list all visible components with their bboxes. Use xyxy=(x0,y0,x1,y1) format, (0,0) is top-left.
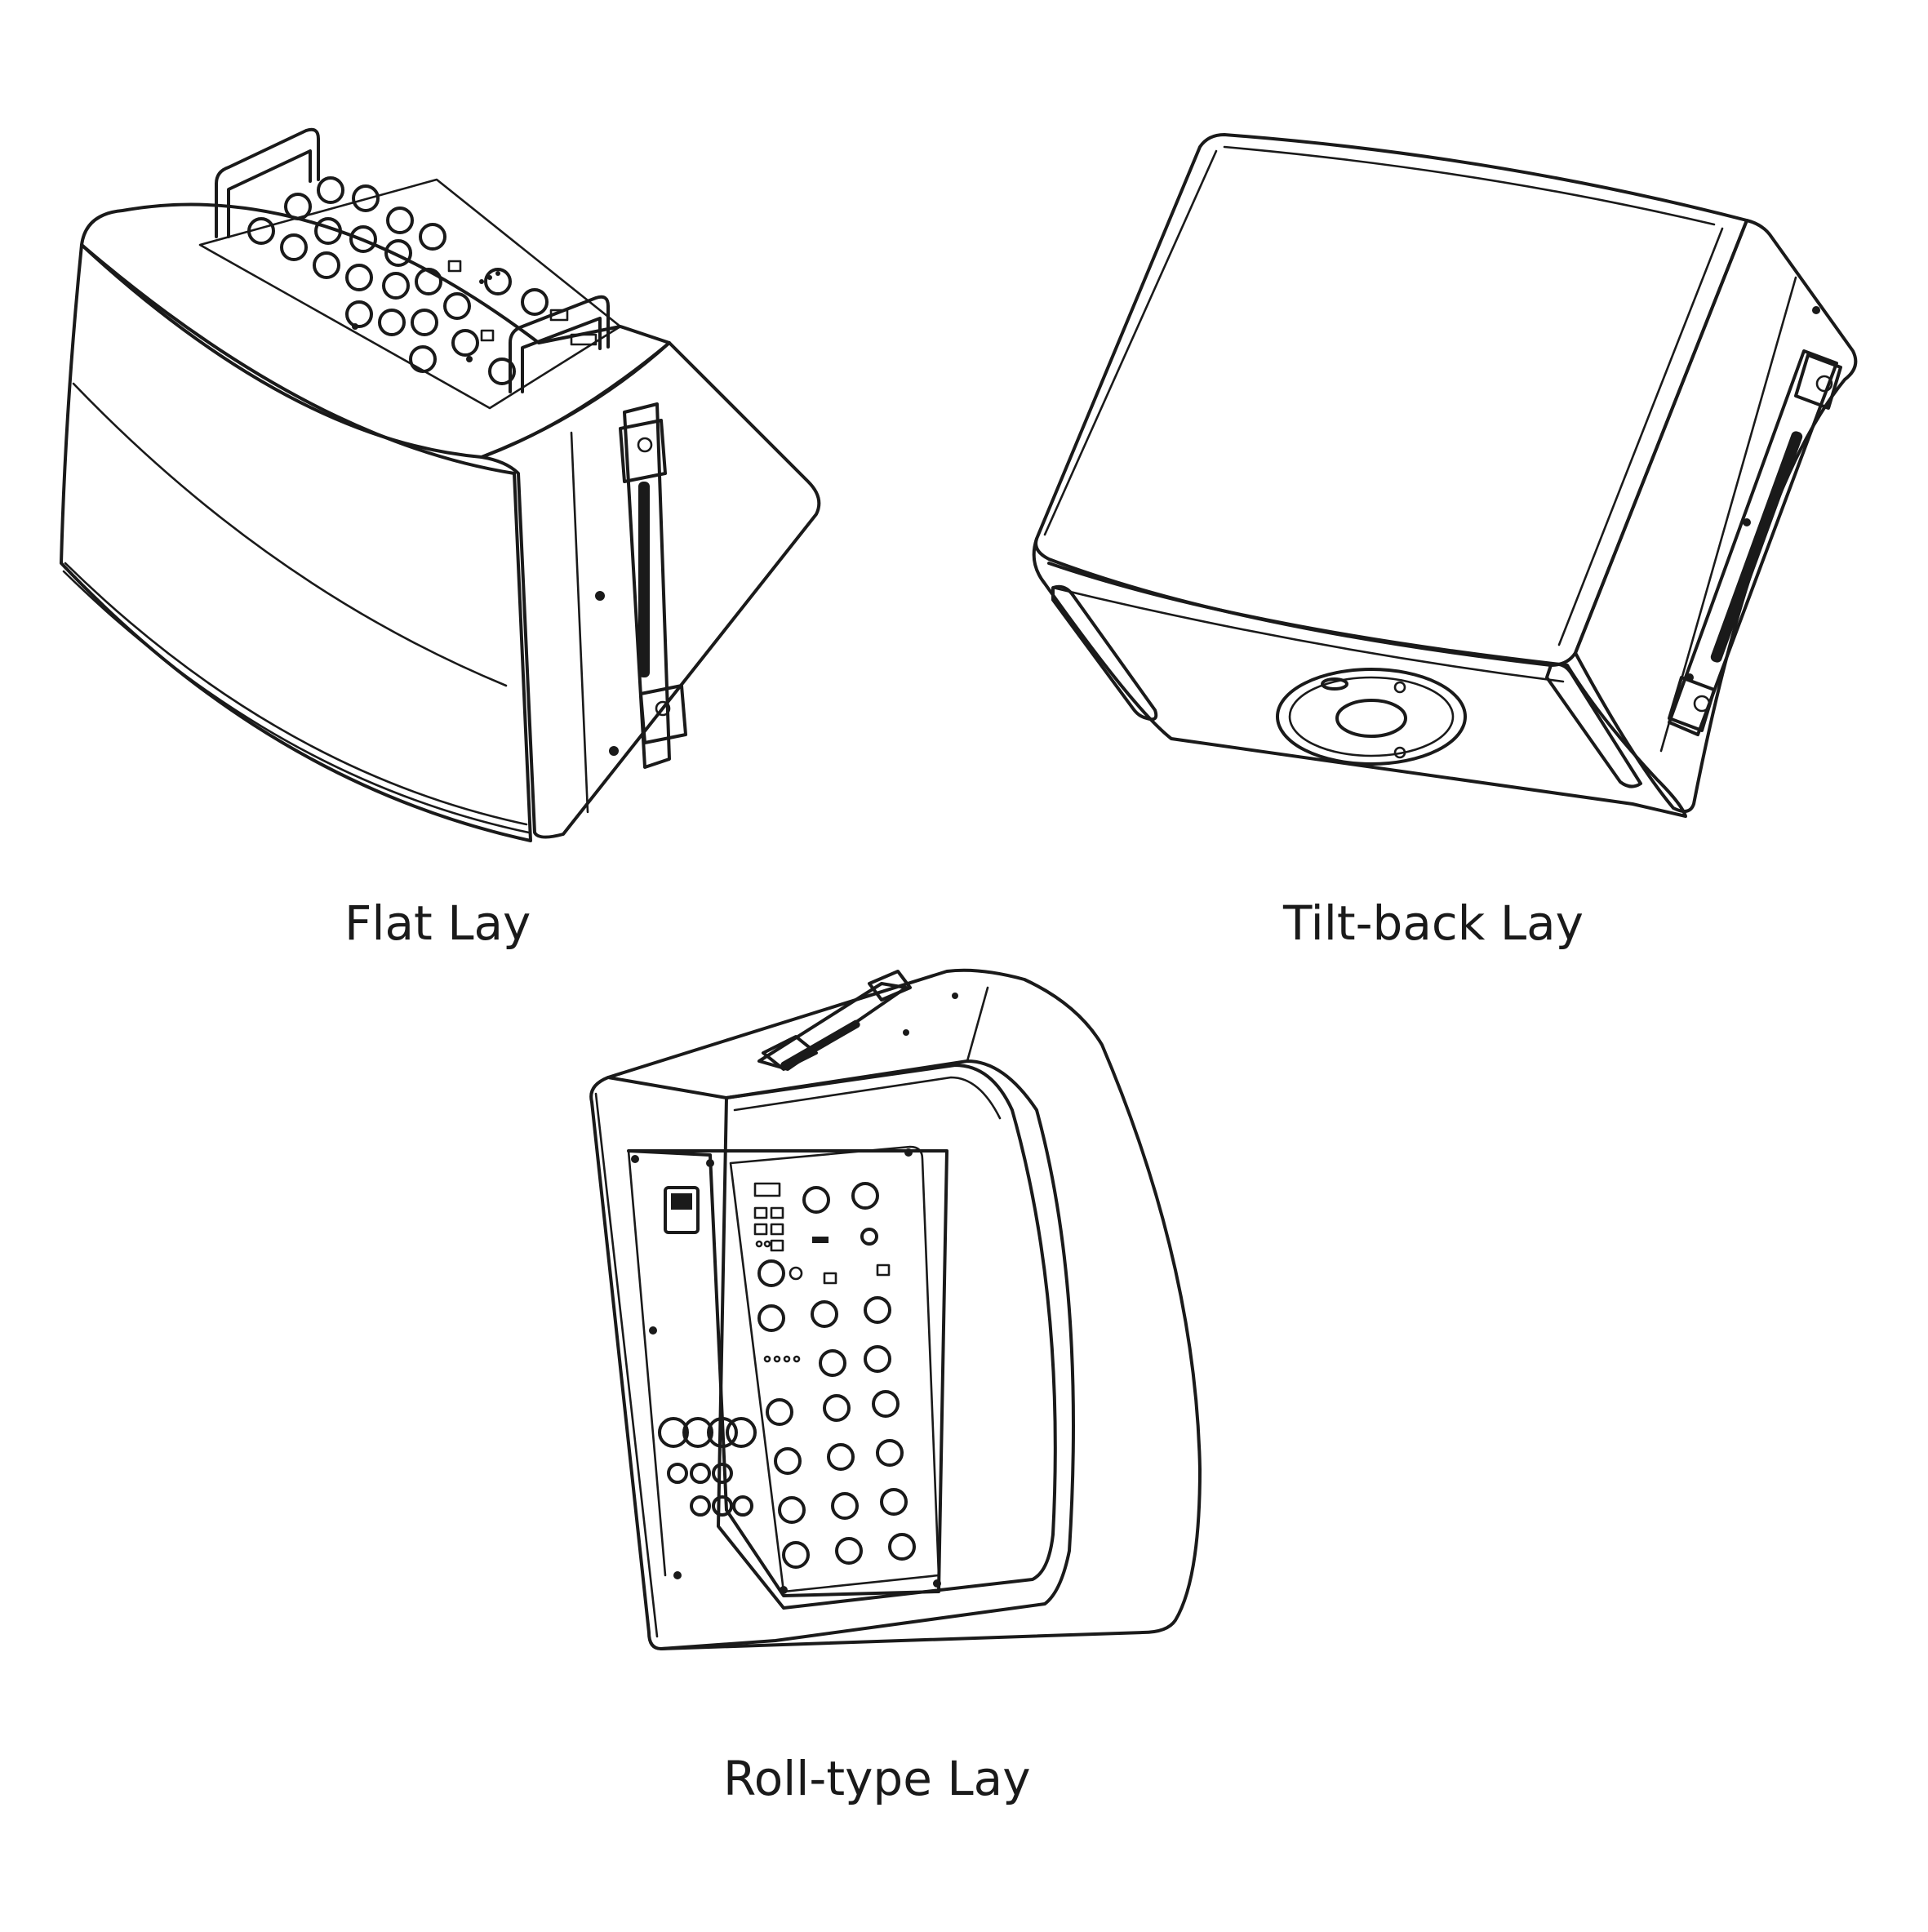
roll-knobs xyxy=(757,1182,916,1569)
caption-flat-lay: Flat Lay xyxy=(344,895,531,951)
flat-knobs xyxy=(247,176,549,385)
caption-roll-type-lay: Roll-type Lay xyxy=(723,1751,1031,1806)
tilt-back-speaker xyxy=(1032,133,1858,818)
caption-tilt-back-lay: Tilt-back Lay xyxy=(1283,895,1584,951)
flat-lay-speaker xyxy=(60,127,821,842)
roll-type-speaker xyxy=(589,968,1202,1650)
roll-inputs xyxy=(658,1417,757,1517)
